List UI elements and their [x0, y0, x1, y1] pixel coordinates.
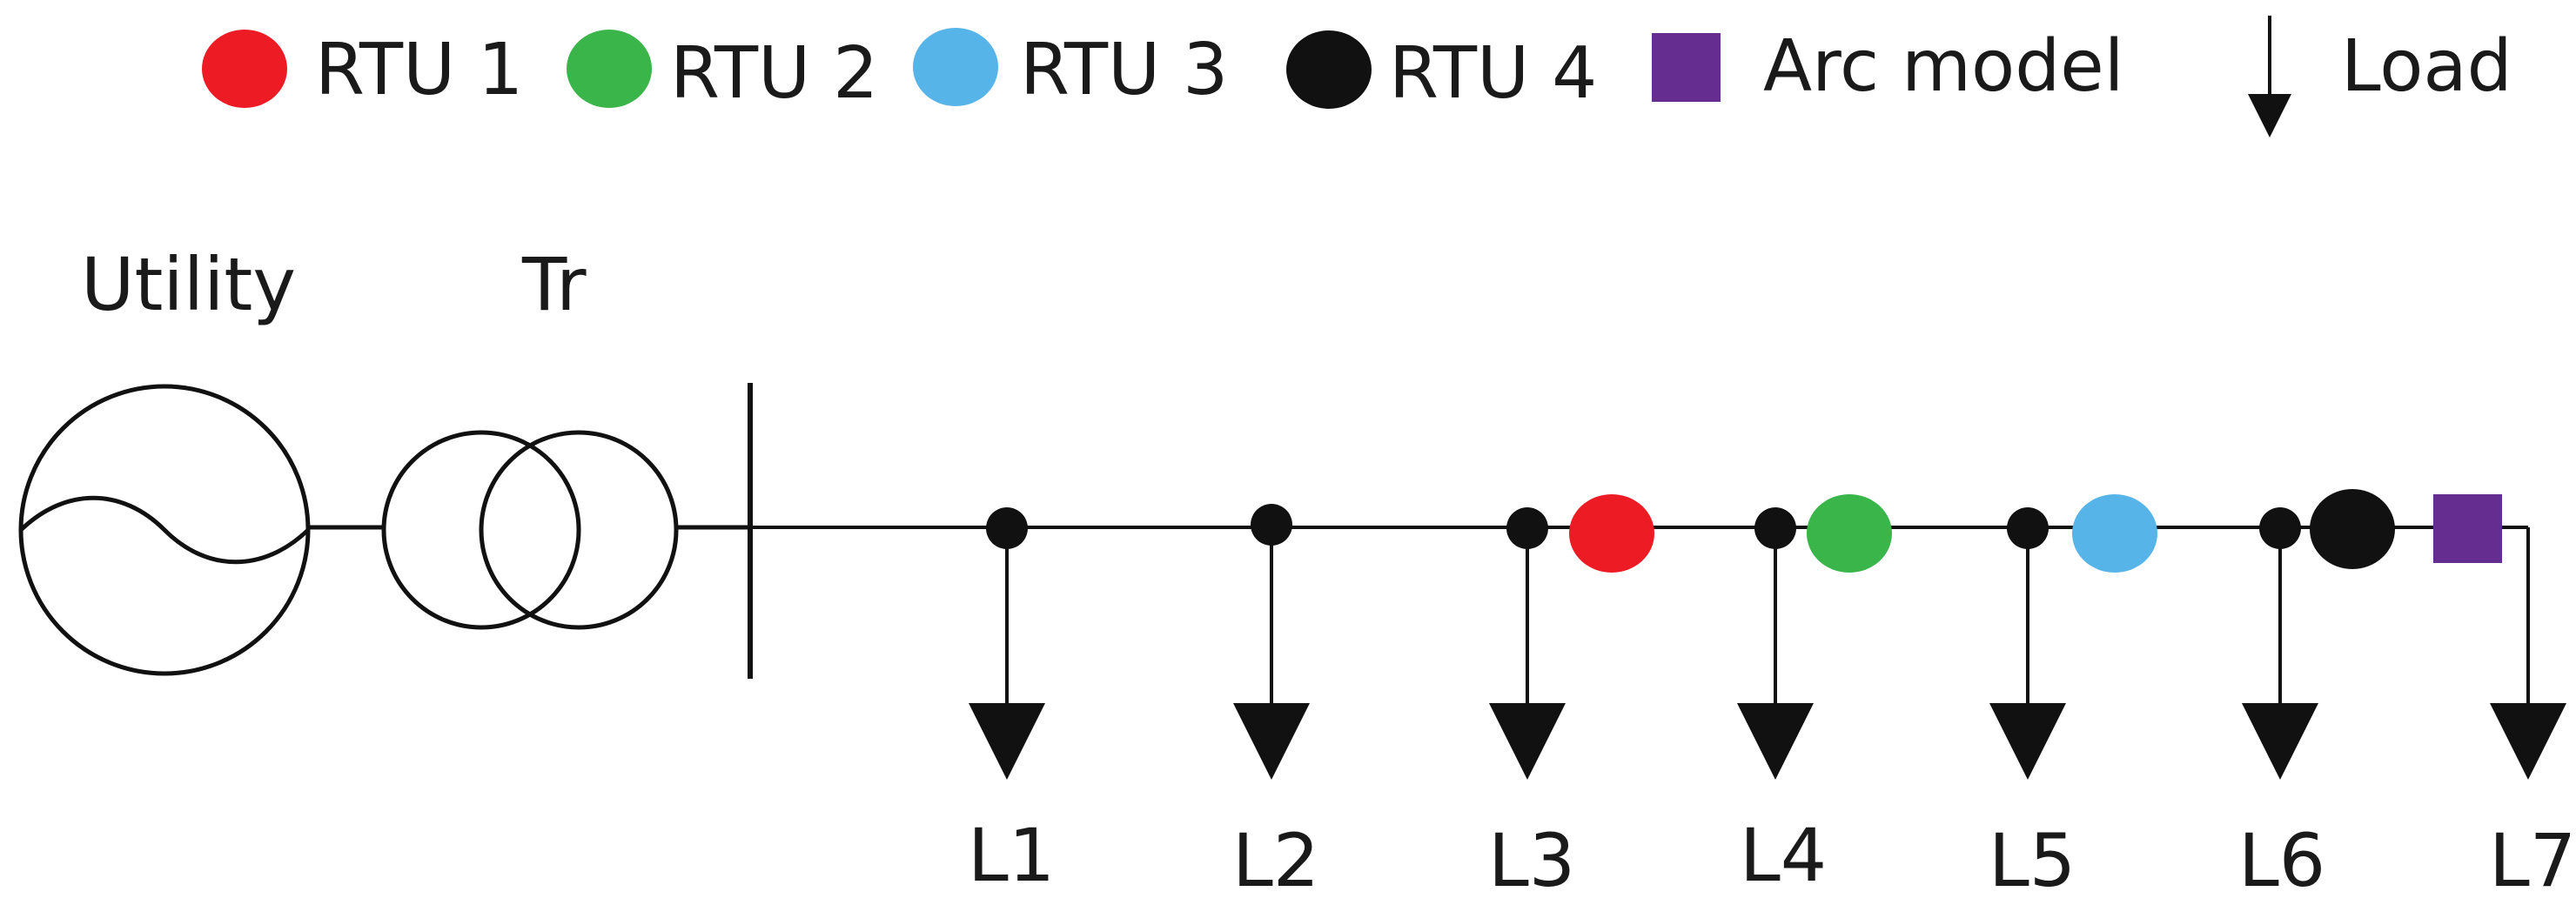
transformer: Tr — [381, 242, 679, 630]
load-l4-arrow-icon — [1737, 703, 1814, 780]
arc-model-legend-marker — [1652, 33, 1721, 102]
legend: RTU 1 RTU 2 RTU 3 RTU 4 Arc model Load — [202, 16, 2512, 137]
rtu4-legend-marker — [1286, 30, 1372, 109]
utility-label: Utility — [81, 242, 296, 327]
load-label-l3: L3 — [1488, 818, 1575, 903]
legend-item-rtu1: RTU 1 — [202, 29, 523, 111]
transformer-primary-coil — [381, 430, 581, 630]
legend-label-arc-model: Arc model — [1763, 25, 2123, 108]
load-label-l1: L1 — [968, 813, 1055, 898]
legend-item-rtu4: RTU 4 — [1286, 30, 1597, 115]
sine-wave-icon — [19, 495, 310, 565]
load-branch-l6: L6 — [2238, 507, 2325, 903]
legend-label-rtu3: RTU 3 — [1020, 29, 1228, 111]
legend-item-load: Load — [2248, 16, 2512, 137]
load-l5-arrow-icon — [1989, 703, 2066, 780]
load-label-l2: L2 — [1232, 818, 1319, 903]
rtu1-marker — [1569, 494, 1654, 573]
utility-source: Utility — [18, 242, 311, 676]
rtu2-legend-marker — [567, 30, 652, 108]
transformer-label: Tr — [521, 242, 587, 327]
load-label-l5: L5 — [1989, 818, 2076, 903]
load-branch-l1: L1 — [968, 507, 1055, 898]
legend-item-rtu2: RTU 2 — [567, 30, 878, 115]
legend-item-rtu3: RTU 3 — [913, 28, 1228, 111]
rtu4-marker — [2310, 489, 2395, 569]
load-branch-l5: L5 — [1989, 507, 2076, 903]
legend-label-rtu2: RTU 2 — [670, 32, 878, 115]
load-label-l7: L7 — [2489, 818, 2576, 903]
load-branch-l3: L3 — [1488, 507, 1575, 903]
load-label-l4: L4 — [1740, 813, 1827, 898]
rtu1-legend-marker — [202, 30, 287, 108]
rtu3-legend-marker — [913, 28, 998, 106]
load-arrow-icon — [2248, 94, 2291, 137]
rtu3-marker — [2072, 494, 2157, 573]
load-label-l6: L6 — [2238, 818, 2325, 903]
load-branch-l7: L7 — [2489, 703, 2576, 903]
load-branch-l2: L2 — [1232, 504, 1319, 903]
legend-label-rtu1: RTU 1 — [315, 29, 523, 111]
load-branch-l4: L4 — [1737, 507, 1827, 898]
arc-model-marker — [2433, 494, 2502, 563]
load-l1-arrow-icon — [969, 703, 1045, 780]
load-l2-arrow-icon — [1233, 703, 1310, 780]
load-l6-arrow-icon — [2242, 703, 2318, 780]
legend-item-arc-model: Arc model — [1652, 25, 2123, 108]
rtu2-marker — [1807, 494, 1892, 573]
legend-label-rtu4: RTU 4 — [1389, 32, 1597, 115]
load-l3-arrow-icon — [1489, 703, 1566, 780]
legend-label-load: Load — [2341, 25, 2512, 108]
load-l7-arrow-icon — [2490, 703, 2566, 780]
transformer-secondary-coil — [479, 430, 679, 630]
